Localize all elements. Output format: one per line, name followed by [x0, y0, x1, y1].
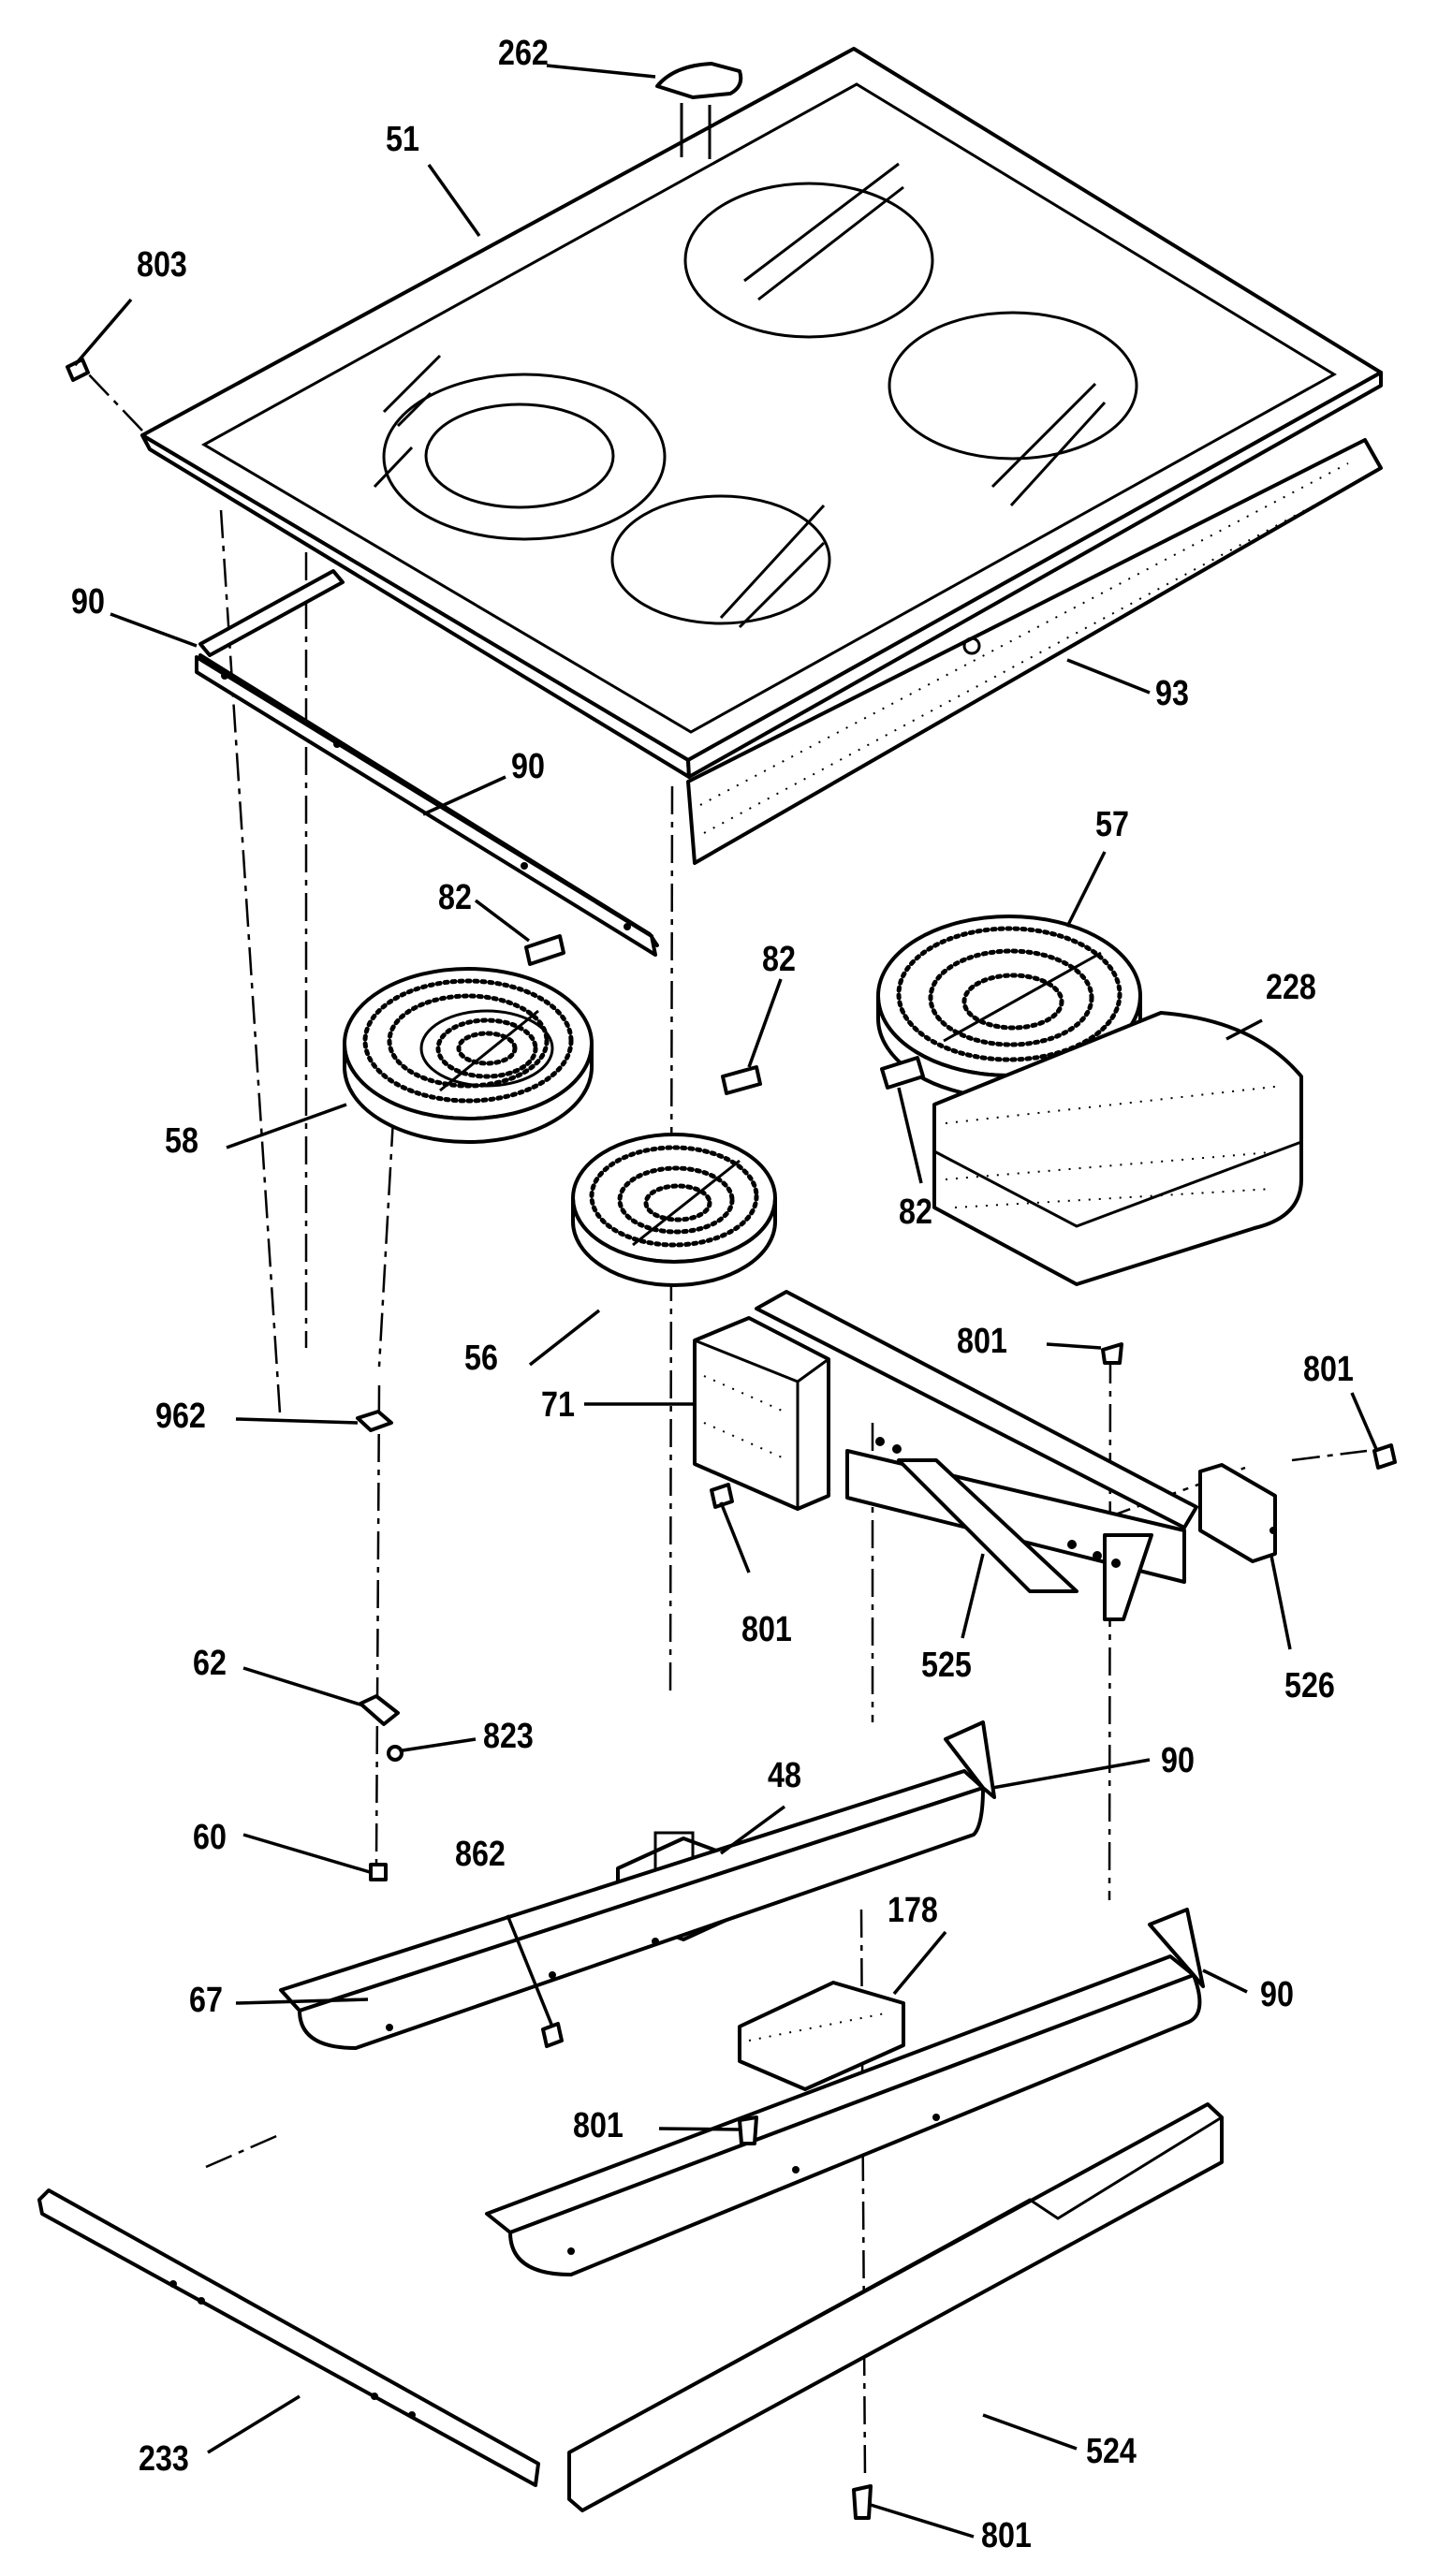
label-90-mid: 90 — [1161, 1741, 1195, 1780]
label-524: 524 — [1086, 2432, 1137, 2471]
mid-rail-90 — [279, 1720, 996, 2050]
upper-bracket-90 — [195, 569, 659, 957]
label-801-bottom: 801 — [981, 2516, 1032, 2555]
plate-526 — [1198, 1463, 1277, 1563]
label-82-middle: 82 — [762, 940, 796, 979]
label-803: 803 — [137, 245, 187, 285]
label-62: 62 — [193, 1644, 227, 1683]
insulation-panel-93 — [686, 438, 1383, 865]
surface-element-58 — [343, 934, 594, 1144]
label-801-right: 801 — [1303, 1350, 1354, 1389]
label-262: 262 — [498, 34, 549, 73]
label-233: 233 — [139, 2439, 189, 2479]
label-82-right: 82 — [899, 1193, 932, 1232]
label-48: 48 — [768, 1756, 801, 1795]
label-90-lower: 90 — [1260, 1975, 1294, 2014]
label-962: 962 — [155, 1397, 206, 1436]
label-51: 51 — [386, 120, 419, 159]
lower-rail-90 — [485, 1908, 1205, 2276]
bracket-525 — [755, 1290, 1198, 1621]
label-525: 525 — [921, 1646, 972, 1685]
front-trim-233 — [37, 2188, 540, 2487]
label-228: 228 — [1266, 968, 1316, 1007]
screws — [66, 358, 1397, 2520]
label-57: 57 — [1095, 805, 1129, 844]
label-178: 178 — [888, 1891, 938, 1930]
label-90-upper: 90 — [71, 582, 105, 622]
label-801-top: 801 — [957, 1322, 1007, 1361]
top-clip-262 — [655, 62, 743, 159]
rear-channel-524 — [567, 2102, 1224, 2512]
control-box-71 — [693, 1316, 830, 1511]
leader-lines — [73, 64, 1378, 2539]
label-60: 60 — [193, 1818, 227, 1857]
label-801-bottom-mid: 801 — [573, 2106, 624, 2145]
label-90-front-rail: 90 — [511, 747, 545, 786]
limiter-178 — [738, 1981, 905, 2091]
surface-element-56 — [571, 1065, 777, 1287]
cooktop-frame-51 — [140, 47, 1383, 779]
insulation-box-228 — [932, 1011, 1303, 1286]
label-56: 56 — [464, 1339, 498, 1378]
label-526: 526 — [1284, 1666, 1335, 1705]
label-862: 862 — [455, 1835, 506, 1874]
label-82-left: 82 — [438, 878, 472, 917]
label-801-box: 801 — [741, 1610, 792, 1649]
label-58: 58 — [165, 1121, 198, 1161]
label-71: 71 — [541, 1385, 575, 1425]
label-823: 823 — [483, 1717, 534, 1756]
label-67: 67 — [189, 1981, 223, 2020]
label-93: 93 — [1155, 674, 1189, 713]
